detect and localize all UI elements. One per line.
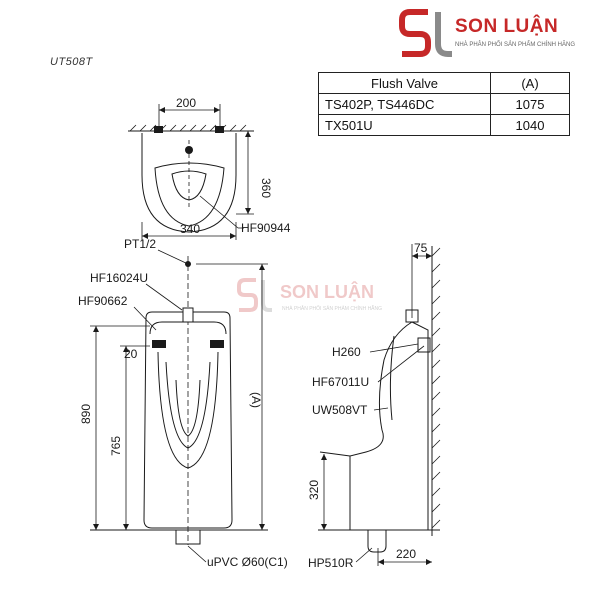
watermark-tagline: NHÀ PHÂN PHỐI SẢN PHẨM CHÍNH HÃNG [282, 306, 383, 312]
bracket-right [215, 126, 224, 133]
dim-200: 200 [176, 96, 196, 110]
table-row: TS402P, TS446DC 1075 [318, 93, 570, 115]
label-hf67011u: HF67011U [312, 375, 369, 389]
table-row: TX501U 1040 [318, 114, 570, 136]
son-luan-logo [399, 9, 452, 57]
table-cell: 1075 [490, 93, 570, 115]
top-view: 200 360 340 HF90944 [128, 96, 291, 240]
label-h260: H260 [332, 345, 361, 359]
bowl-outer-top [141, 133, 237, 233]
flush-valve-table: Flush Valve (A) TS402P, TS446DC 1075 TX5… [318, 72, 570, 136]
urinal-body-front [143, 311, 233, 529]
brand-name: SON LUẬN [455, 16, 559, 37]
table-cell: TS402P, TS446DC [318, 93, 491, 115]
dim-765: 765 [109, 436, 123, 456]
water-supply-point [185, 261, 191, 267]
side-view: 75 320 220 H260 HF67011U UW508VT HP510R [307, 241, 441, 570]
label-hf90944: HF90944 [241, 221, 291, 235]
side-wall-hatch [431, 247, 441, 529]
bowl-inner-top [154, 162, 225, 227]
dim-220: 220 [396, 547, 416, 561]
top-view-wall-hatch [129, 124, 247, 132]
dim-a: (A) [249, 392, 263, 408]
dim-75: 75 [414, 241, 428, 255]
dim-360: 360 [259, 178, 273, 198]
watermark-logo-mark [237, 278, 272, 312]
front-bracket-left [152, 340, 166, 348]
watermark-brand: SON LUẬN [280, 282, 374, 302]
label-hf90662: HF90662 [78, 294, 128, 308]
brand-tagline: NHÀ PHÂN PHỐI SẢN PHẨM CHÍNH HÃNG [455, 42, 576, 48]
dim-890: 890 [79, 404, 93, 424]
front-bowl-inner [157, 351, 219, 469]
front-bracket-right [210, 340, 224, 348]
side-trap [367, 530, 387, 553]
table-cell: 1040 [490, 114, 570, 136]
urinal-body-side [349, 321, 429, 531]
front-view: PT1/2 HF16024U HF90662 20 890 765 [78, 237, 288, 569]
dim-320: 320 [307, 480, 321, 500]
label-pt12: PT1/2 [124, 237, 156, 251]
dim-340: 340 [180, 222, 200, 236]
son-luan-logo-mark [399, 9, 452, 57]
flush-valve-inlet [182, 307, 194, 323]
side-bracket [417, 337, 431, 353]
bracket-left [154, 126, 163, 133]
label-hp510r: HP510R [308, 556, 354, 570]
label-uw508vt: UW508VT [312, 403, 368, 417]
model-code: UT508T [50, 56, 93, 68]
table-cell: TX501U [318, 114, 491, 136]
label-drain: uPVC Ø60(C1) [207, 555, 288, 569]
label-hf16024u: HF16024U [90, 271, 148, 285]
drain-pipe-front [175, 529, 201, 545]
